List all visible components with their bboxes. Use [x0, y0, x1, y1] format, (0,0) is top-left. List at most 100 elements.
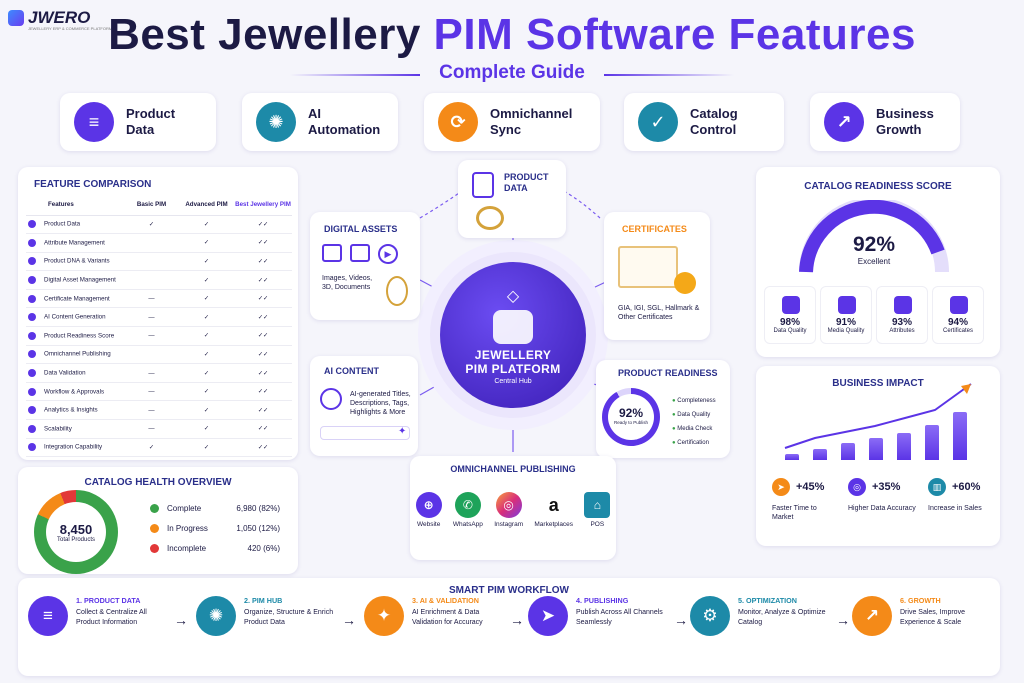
- metric-value: 94%: [947, 317, 968, 328]
- channel-instagram[interactable]: ◎Instagram: [494, 492, 523, 528]
- node-digital-assets[interactable]: DIGITAL ASSETS ▶ Images, Videos, 3D, Doc…: [310, 212, 420, 320]
- advanced-pim-cell: ✓: [179, 400, 234, 421]
- legend-label: Incomplete: [167, 544, 207, 553]
- red-dot-icon: [150, 544, 159, 553]
- impact-stat: ➤+45%Faster Time to Market: [772, 478, 838, 522]
- best-pim-cell: ✓✓: [234, 289, 292, 309]
- jwero-logo[interactable]: JWERO JEWELLERY ERP & COMMERCE PLATFORM: [8, 8, 112, 31]
- feature-name: Product Data: [26, 215, 124, 235]
- feature-label: AI Automation: [308, 106, 381, 137]
- feature-label: Business Growth: [876, 106, 934, 137]
- node-desc: Images, Videos, 3D, Documents: [322, 275, 373, 291]
- earring-icon: [386, 276, 408, 306]
- advanced-pim-cell: ✓: [179, 419, 234, 439]
- best-pim-cell: ✓✓: [234, 382, 292, 402]
- step-desc: Collect & Centralize All Product Informa…: [76, 609, 147, 626]
- channel-whatsapp[interactable]: ✆WhatsApp: [453, 492, 483, 528]
- node-desc: GIA, IGI, SGL, Hallmark & Other Certific…: [618, 305, 700, 321]
- play-icon: ▶: [378, 244, 398, 264]
- arrow-right-icon: →: [342, 612, 356, 628]
- comparison-row: Product DNA & Variants✓✓✓: [26, 252, 292, 272]
- arrow-right-icon: →: [174, 612, 188, 628]
- feature-name: Attribute Management: [26, 233, 124, 253]
- health-donut-chart: 8,450 Total Products: [34, 490, 118, 574]
- total-products-label: Total Products: [56, 536, 96, 543]
- feature-name: Scalability: [26, 419, 124, 439]
- pim-central-hub[interactable]: ◇ JEWELLERY PIM PLATFORM Central Hub: [440, 262, 586, 408]
- feature-name: Workflow & Approvals: [26, 382, 124, 402]
- target-icon: ◎: [848, 478, 866, 496]
- feature-name: Product DNA & Variants: [26, 252, 124, 272]
- feature-name: AI Content Generation: [26, 307, 124, 328]
- page-subtitle: Complete Guide: [439, 62, 585, 83]
- best-pim-cell: ✓✓: [234, 307, 292, 328]
- basic-pim-cell: ✓: [124, 215, 179, 235]
- feature-label: Omnichannel Publishing: [44, 351, 111, 359]
- feature-name: Data Validation: [26, 363, 124, 383]
- database-icon: ≡: [74, 102, 114, 142]
- step-title: 6. GROWTH: [900, 596, 941, 605]
- best-pim-cell: ✓✓: [234, 400, 292, 421]
- impact-bar-chart: [785, 408, 980, 460]
- ai-prompt-input[interactable]: [320, 426, 410, 440]
- feature-card-product-data[interactable]: ≡ Product Data: [60, 93, 216, 151]
- advanced-pim-cell: ✓: [179, 382, 234, 402]
- comparison-row: AI Content Generation—✓✓✓: [26, 307, 292, 328]
- node-omnichannel-publishing[interactable]: OMNICHANNEL PUBLISHING ⊕Website ✆WhatsAp…: [410, 456, 616, 560]
- impact-bar: [897, 432, 911, 460]
- feature-bullet-icon: [28, 276, 36, 285]
- comparison-row: Certificate Management—✓✓✓: [26, 289, 292, 309]
- feature-bullet-icon: [28, 387, 36, 396]
- instagram-icon: ◎: [495, 492, 522, 518]
- basic-pim-cell: —: [124, 289, 179, 309]
- channel-website[interactable]: ⊕Website: [415, 492, 442, 528]
- globe-icon: ⊕: [415, 492, 442, 518]
- feature-bullet-icon: [28, 238, 36, 247]
- basic-pim-cell: [124, 233, 179, 253]
- advanced-pim-cell: ✓: [179, 270, 234, 290]
- subtitle-line-left: [290, 74, 420, 76]
- basic-pim-cell: —: [124, 363, 179, 383]
- node-product-readiness[interactable]: PRODUCT READINESS 92% Ready to Publish ●…: [596, 360, 730, 458]
- shield-check-icon: ✓: [638, 102, 678, 142]
- node-product-data[interactable]: PRODUCT DATA: [458, 160, 566, 238]
- best-pim-cell: ✓✓: [234, 438, 292, 458]
- impact-stat: ◎+35%Higher Data Accuracy: [848, 478, 918, 522]
- growth-chart-icon: ↗: [824, 102, 864, 142]
- feature-name: Certificate Management: [26, 289, 124, 309]
- feature-name: Omnichannel Publishing: [26, 345, 124, 365]
- stat-label: Higher Data Accuracy: [848, 505, 916, 512]
- feature-bullet-icon: [28, 443, 36, 452]
- amazon-icon: a: [540, 492, 567, 518]
- feature-bullet-icon: [28, 294, 36, 303]
- feature-comparison-table: Features Basic PIM Advanced PIM Best Jew…: [26, 195, 292, 458]
- brain-icon: ✺: [196, 596, 236, 636]
- legend-value: 1,050 (12%): [236, 524, 280, 533]
- feature-card-catalog-control[interactable]: ✓ Catalog Control: [624, 93, 784, 151]
- impact-bar: [813, 448, 827, 460]
- node-certificates[interactable]: CERTIFICATES GIA, IGI, SGL, Hallmark & O…: [604, 212, 710, 340]
- feature-label: Product Data: [126, 106, 176, 137]
- channel-pos[interactable]: ⌂POS: [584, 492, 611, 528]
- metric-label: Data Quality: [773, 328, 807, 334]
- rocket-icon: ➤: [772, 478, 790, 496]
- advanced-pim-cell: ✓: [179, 215, 234, 235]
- feature-bullet-icon: [28, 350, 36, 359]
- node-title: DIGITAL ASSETS: [324, 224, 398, 234]
- step-title: 4. PUBLISHING: [576, 596, 629, 605]
- feature-card-business-growth[interactable]: ↗ Business Growth: [810, 93, 960, 151]
- feature-card-omnichannel-sync[interactable]: ⟳ Omnichannel Sync: [424, 93, 600, 151]
- feature-bullet-icon: [28, 331, 36, 340]
- feature-label: Digital Asset Management: [44, 276, 116, 284]
- feature-label: Catalog Control: [690, 106, 738, 137]
- feature-card-ai-automation[interactable]: ✺ AI Automation: [242, 93, 398, 151]
- node-ai-content[interactable]: AI CONTENT AI-generated Titles, Descript…: [310, 356, 418, 456]
- sparkle-icon: ✦: [398, 426, 407, 437]
